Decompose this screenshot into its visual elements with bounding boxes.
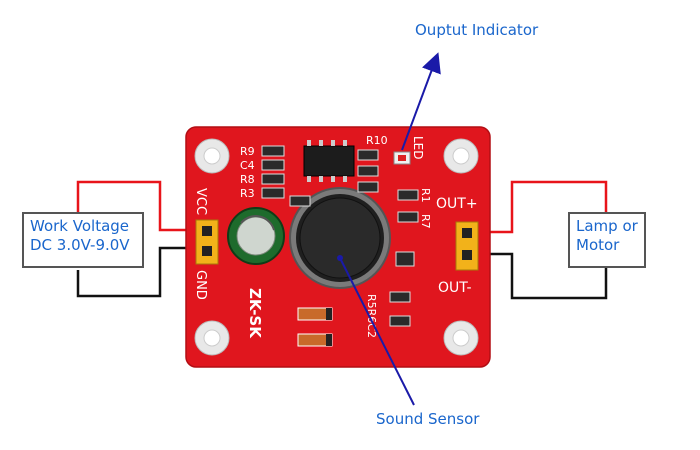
silk-r3: R3: [240, 187, 255, 200]
label-lamp-motor: Lamp or Motor: [568, 212, 646, 268]
vcc-wire: [76, 180, 202, 232]
smd-resistors-right: [389, 189, 419, 327]
label-sound-sensor: Sound Sensor: [376, 410, 480, 428]
silk-r7: R7: [419, 214, 432, 229]
mounting-hole-bottom-left: [194, 320, 230, 356]
wires: [76, 180, 608, 300]
smd-diodes: [297, 307, 333, 347]
arrow-output-indicator: [401, 52, 441, 151]
lamp-line2: Motor: [576, 236, 620, 254]
label-output-indicator: Ouptut Indicator: [415, 21, 539, 39]
electrolytic-capacitor: [227, 207, 285, 265]
silk-gnd: GND: [193, 270, 208, 300]
output-connector: [455, 221, 479, 271]
silk-r1: R1: [419, 188, 432, 203]
work-voltage-line2: DC 3.0V-9.0V: [30, 236, 130, 254]
out-plus-wire: [470, 180, 608, 234]
silk-r8: R8: [240, 173, 255, 186]
mounting-hole-bottom-right: [443, 320, 479, 356]
arrow-sound-sensor: [339, 257, 415, 406]
silk-r9: R9: [240, 145, 255, 158]
silk-brand: ZK-SK: [246, 288, 264, 339]
silk-led: LED: [411, 136, 425, 160]
arrow-sound-sensor-dot: [337, 255, 343, 261]
silk-r10: R10: [366, 134, 388, 147]
lamp-line1: Lamp or: [576, 217, 638, 235]
power-connector: [195, 219, 219, 265]
silk-c4: C4: [240, 159, 255, 172]
silk-out-minus: OUT-: [438, 280, 472, 296]
mounting-hole-top-left: [194, 138, 230, 174]
label-work-voltage: Work Voltage DC 3.0V-9.0V: [22, 212, 144, 268]
ic-chip: [303, 140, 355, 182]
mounting-hole-top-right: [443, 138, 479, 174]
gnd-wire: [76, 246, 202, 298]
out-minus-wire: [470, 252, 608, 300]
silk-out-plus: OUT+: [436, 196, 478, 212]
work-voltage-line1: Work Voltage: [30, 217, 130, 235]
silk-vcc: VCC: [193, 188, 208, 215]
smd-resistors-left: [261, 145, 379, 207]
microphone: [289, 187, 391, 289]
pcb-board: VCC GND OUT+ OUT- ZK-SK LED R9 C4 R8 R3 …: [185, 126, 491, 368]
led-component: [393, 151, 411, 165]
